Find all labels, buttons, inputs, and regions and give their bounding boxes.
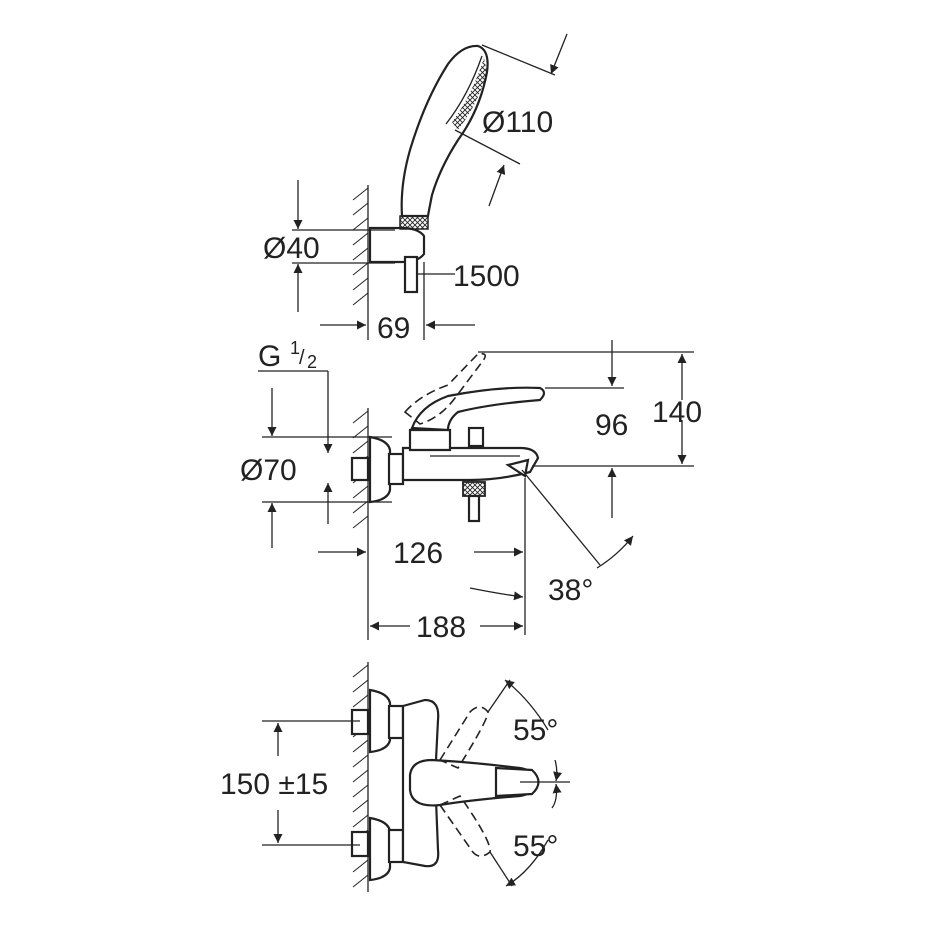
diameter-70-dimension: [262, 388, 392, 548]
shower-holder: [368, 226, 426, 294]
wall-hatch-top: [352, 185, 369, 306]
lever-closed: [410, 386, 546, 432]
escutcheon-top-lower: [350, 816, 405, 882]
wall-offset-label: 69: [377, 312, 410, 345]
hand-shower: [399, 44, 489, 230]
mixer-body-side: [401, 426, 540, 482]
depth-126-dimension: [318, 478, 526, 635]
thread-label: G: [258, 340, 281, 373]
escutcheon-top-upper: [350, 688, 405, 754]
outlet-depth-label: 126: [393, 537, 443, 570]
escutcheon-side: [350, 435, 405, 504]
lever-open-dashed: [403, 352, 486, 425]
handle-top-tab: [494, 766, 540, 798]
handshower-view: Ø110 Ø40 1500 69: [263, 33, 568, 345]
offset-69-dimension: [320, 262, 475, 340]
angle-dimensions: [487, 679, 570, 887]
diameter-110-dimension: [454, 33, 568, 207]
spout-angle-label: 38°: [548, 574, 593, 607]
mixer-side-view: G 1 / 2: [240, 338, 702, 644]
mixer-top-view: 150 ±15 55° 55°: [220, 662, 570, 892]
wall-hatch-bottom: [352, 662, 369, 892]
lever-rotated-up: [438, 706, 489, 770]
centers-label: 150 ±15: [220, 768, 328, 801]
diameter-40-dimension: [292, 180, 395, 312]
thread-fraction-den: 2: [307, 352, 317, 372]
hose-length-label: 1500: [453, 260, 520, 293]
escutcheon-diameter-label: Ø70: [240, 454, 297, 487]
centers-dimension: [262, 720, 360, 846]
lever-rotated-down: [438, 794, 491, 857]
spout-angle-dimension: [469, 469, 634, 601]
height-dimensions: [478, 340, 694, 518]
holder-diameter-label: Ø40: [263, 232, 320, 265]
total-depth-label: 188: [416, 611, 466, 644]
height-outer-label: 140: [652, 396, 702, 429]
handshower-diameter-label: Ø110: [482, 106, 553, 139]
thread-label-main: G: [258, 340, 281, 373]
angle-bottom-label: 55°: [513, 830, 558, 863]
thread-fraction-num: 1: [290, 338, 300, 358]
thread-fraction-slash: /: [299, 347, 305, 369]
angle-top-label: 55°: [513, 714, 558, 747]
depth-188-dimension: [367, 528, 523, 640]
height-inner-label: 96: [595, 409, 628, 442]
diverter: [462, 481, 486, 523]
